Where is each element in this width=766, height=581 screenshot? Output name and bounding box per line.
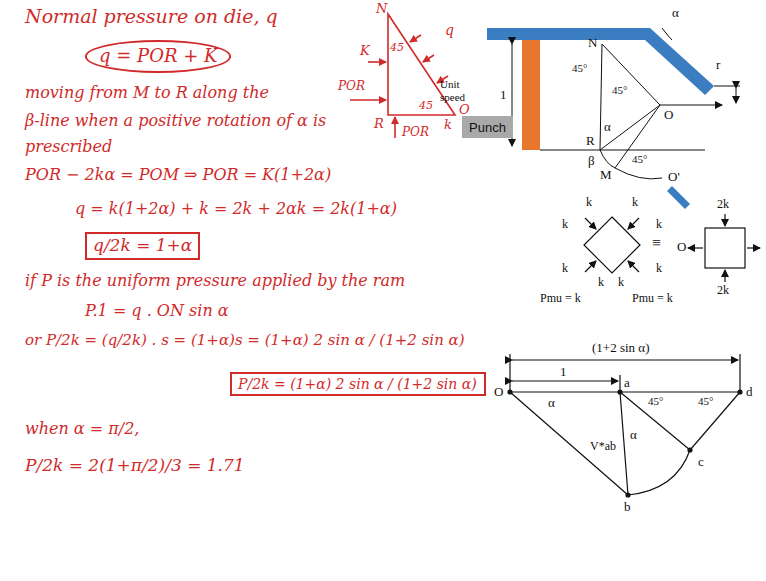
diagram-label: 2k (717, 198, 729, 212)
diagram-label: β (588, 154, 595, 169)
diagram-label: k (562, 218, 568, 232)
diagram-label: 45° (698, 395, 713, 408)
diagram-label: (1+2 sin α) (592, 341, 649, 356)
handwritten-note: P/2k = 2(1+π/2)/3 = 1.71 (25, 456, 245, 476)
diagram-label: Unit speed (440, 78, 482, 103)
diagram-label: O (677, 240, 686, 255)
diagram-label: k (656, 262, 662, 276)
diagram-label: O (664, 108, 673, 123)
sketch-label: k (444, 118, 452, 133)
diagram-label: α (672, 6, 679, 21)
boxed-equation: q/2k = 1+α (85, 232, 200, 260)
diagram-label: O (494, 385, 503, 400)
handwritten-note: POR − 2kα = POM ⇒ POR = K(1+2α) (25, 166, 331, 184)
diagram-label: k (562, 262, 568, 276)
diagram-label: α (604, 120, 611, 135)
diagram-label: 2k (717, 284, 729, 298)
sketch-label: q (445, 22, 454, 38)
diagram-label: O' (668, 170, 680, 185)
diagram-label: c (698, 455, 704, 470)
diagram-label: 1 (560, 365, 567, 380)
handwritten-note: if P is the uniform pressure applied by … (25, 272, 405, 290)
diagram-label: N (588, 36, 597, 51)
diagram-label: k (618, 276, 624, 290)
handwritten-note: moving from M to R along the (25, 84, 269, 102)
diagram-label: R (586, 134, 595, 149)
punch-box: Punch (462, 116, 513, 138)
diagram-label: k (586, 196, 592, 210)
sketch-label: N (376, 2, 387, 17)
diagram-label: ≡ (652, 234, 661, 252)
boxed-equation: P/2k = (1+α) 2 sin α / (1+2 sin α) (230, 372, 486, 396)
stress-element (584, 214, 760, 282)
sketch-label: R (374, 117, 384, 132)
sketch-label: K (360, 44, 370, 59)
diagram-label: 45° (648, 395, 663, 408)
diagram-label: M (600, 168, 612, 183)
diagram-label: 45° (612, 84, 627, 97)
diagram-label: a (624, 376, 630, 391)
sketch-label: 45 (419, 100, 433, 113)
boxed-equation: q = POR + K (85, 40, 231, 73)
diagram-label: Pmu = k (632, 292, 673, 306)
diagram-label: d (746, 385, 753, 400)
pressure-sketch (350, 14, 455, 138)
diagram-label: 45° (572, 62, 587, 75)
sketch-label: 45 (390, 42, 404, 55)
handwritten-note: or P/2k = (q/2k) . s = (1+α)s = (1+α) 2 … (25, 332, 465, 349)
diagram-label: V*ab (590, 440, 616, 454)
part-name: Punch (469, 120, 506, 135)
diagram-label: k (598, 276, 604, 290)
handwritten-note: Normal pressure on die, q (25, 6, 278, 28)
diagram-label: k (656, 218, 662, 232)
diagram-label: 1 (500, 88, 507, 103)
handwritten-note: q = k(1+2α) + k = 2k + 2αk = 2k(1+α) (75, 200, 397, 218)
diagram-label: k (632, 196, 638, 210)
diagram-label: b (624, 500, 631, 515)
handwritten-note: P.1 = q . ON sin α (85, 302, 229, 320)
diagram-label: α (548, 396, 555, 411)
diagram-label: r (716, 58, 720, 73)
diagram-label: α (630, 428, 637, 443)
handwritten-note: β-line when a positive rotation of α is (25, 112, 326, 130)
handwritten-note: when α = π/2, (25, 420, 139, 438)
handwritten-note: prescribed (25, 138, 112, 156)
sketch-label: POR (402, 126, 429, 140)
sketch-label: POR (338, 80, 365, 94)
diagram-label: Pmu = k (540, 292, 581, 306)
diagram-label: 45° (632, 153, 647, 166)
hodograph (508, 354, 742, 497)
